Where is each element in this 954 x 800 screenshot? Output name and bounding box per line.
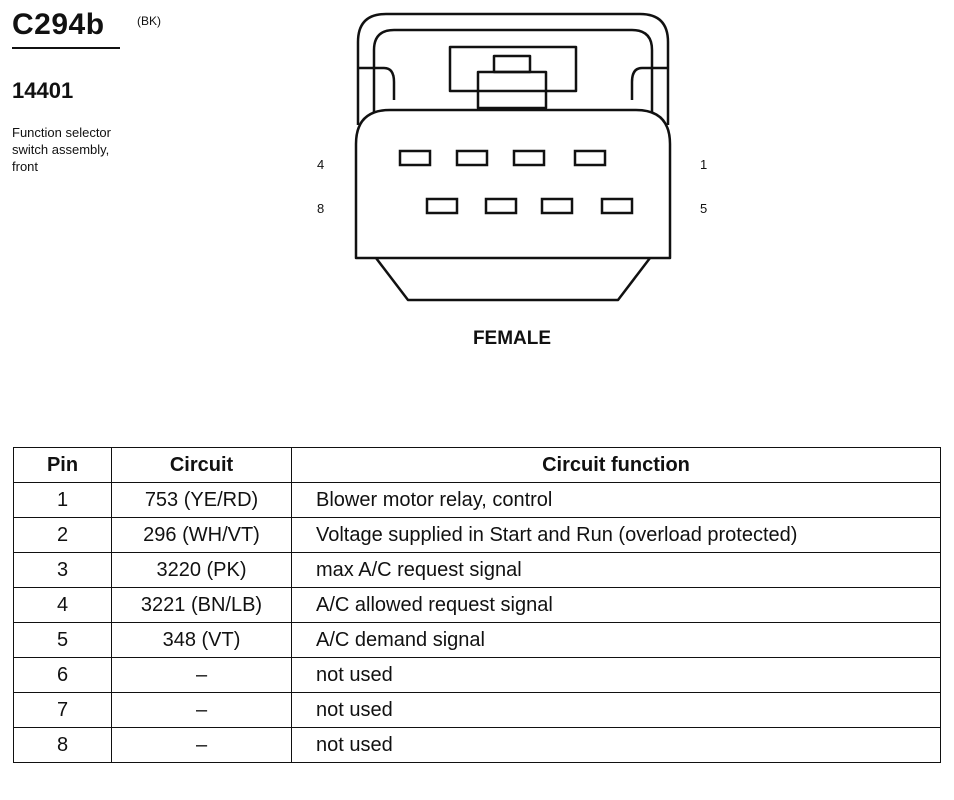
connector-face-diagram: 4 1 8 5 FEMALE (317, 12, 707, 349)
table-row: 4 3221 (BN/LB) A/C allowed request signa… (13, 587, 941, 623)
connector-color: (BK) (137, 14, 161, 28)
connector-latch-outer (356, 12, 670, 125)
function-cell: not used (291, 657, 941, 693)
pin-cell: 7 (13, 692, 112, 728)
function-cell: Voltage supplied in Start and Run (overl… (291, 517, 941, 553)
table-row: 1 753 (YE/RD) Blower motor relay, contro… (13, 482, 941, 518)
pin-label-bottom-left: 8 (317, 201, 324, 216)
description-line: Function selector (12, 125, 111, 140)
circuit-cell: – (111, 657, 292, 693)
circuit-cell: 3221 (BN/LB) (111, 587, 292, 623)
connector-latch-inner (372, 28, 654, 125)
header-circuit-function: Circuit function (291, 447, 941, 483)
header-pin: Pin (13, 447, 112, 483)
circuit-cell: – (111, 692, 292, 728)
function-cell: not used (291, 727, 941, 763)
pin-cavity-7 (484, 197, 518, 215)
pin-cavity-2 (512, 149, 546, 167)
pin-cell: 3 (13, 552, 112, 588)
circuit-cell: 3220 (PK) (111, 552, 292, 588)
circuit-cell: 296 (WH/VT) (111, 517, 292, 553)
connector-side-tab-right (630, 66, 668, 100)
connector-body (354, 108, 672, 260)
pin-cell: 2 (13, 517, 112, 553)
table-header-row: Pin Circuit Circuit function (13, 447, 941, 483)
pin-cavity-1 (573, 149, 607, 167)
table-row: 8 – not used (13, 727, 941, 763)
pin-cavity-8 (425, 197, 459, 215)
pin-label-top-right: 1 (700, 157, 707, 172)
circuit-cell: – (111, 727, 292, 763)
function-cell: max A/C request signal (291, 552, 941, 588)
connector-base (375, 257, 651, 302)
table-row: 6 – not used (13, 657, 941, 693)
function-cell: Blower motor relay, control (291, 482, 941, 518)
pinout-table: Pin Circuit Circuit function 1 753 (YE/R… (13, 447, 941, 763)
table-row: 3 3220 (PK) max A/C request signal (13, 552, 941, 588)
function-cell: A/C demand signal (291, 622, 941, 658)
connector-lock-tab-top (492, 54, 532, 74)
table-row: 2 296 (WH/VT) Voltage supplied in Start … (13, 517, 941, 553)
component-description: Function selector switch assembly, front (12, 124, 111, 175)
function-cell: not used (291, 692, 941, 728)
pin-label-bottom-right: 5 (700, 201, 707, 216)
connector-gender-label: FEMALE (473, 328, 551, 349)
pin-cavity-5 (600, 197, 634, 215)
connector-id: C294b (12, 8, 105, 41)
circuit-cell: 348 (VT) (111, 622, 292, 658)
pin-cell: 6 (13, 657, 112, 693)
connector-lock-housing (448, 45, 578, 93)
description-line: front (12, 159, 39, 174)
pin-cell: 8 (13, 727, 112, 763)
description-line: switch assembly, (12, 142, 110, 157)
pin-cell: 5 (13, 622, 112, 658)
function-cell: A/C allowed request signal (291, 587, 941, 623)
pin-cavity-3 (455, 149, 489, 167)
pin-label-top-left: 4 (317, 157, 324, 172)
pin-cell: 1 (13, 482, 112, 518)
circuit-cell: 753 (YE/RD) (111, 482, 292, 518)
title-underline (12, 47, 120, 49)
table-row: 5 348 (VT) A/C demand signal (13, 622, 941, 658)
part-number: 14401 (12, 78, 74, 103)
pin-cell: 4 (13, 587, 112, 623)
pin-cavity-6 (540, 197, 574, 215)
pin-cavity-4 (398, 149, 432, 167)
table-row: 7 – not used (13, 692, 941, 728)
header-circuit: Circuit (111, 447, 292, 483)
connector-side-tab-left (358, 66, 396, 100)
